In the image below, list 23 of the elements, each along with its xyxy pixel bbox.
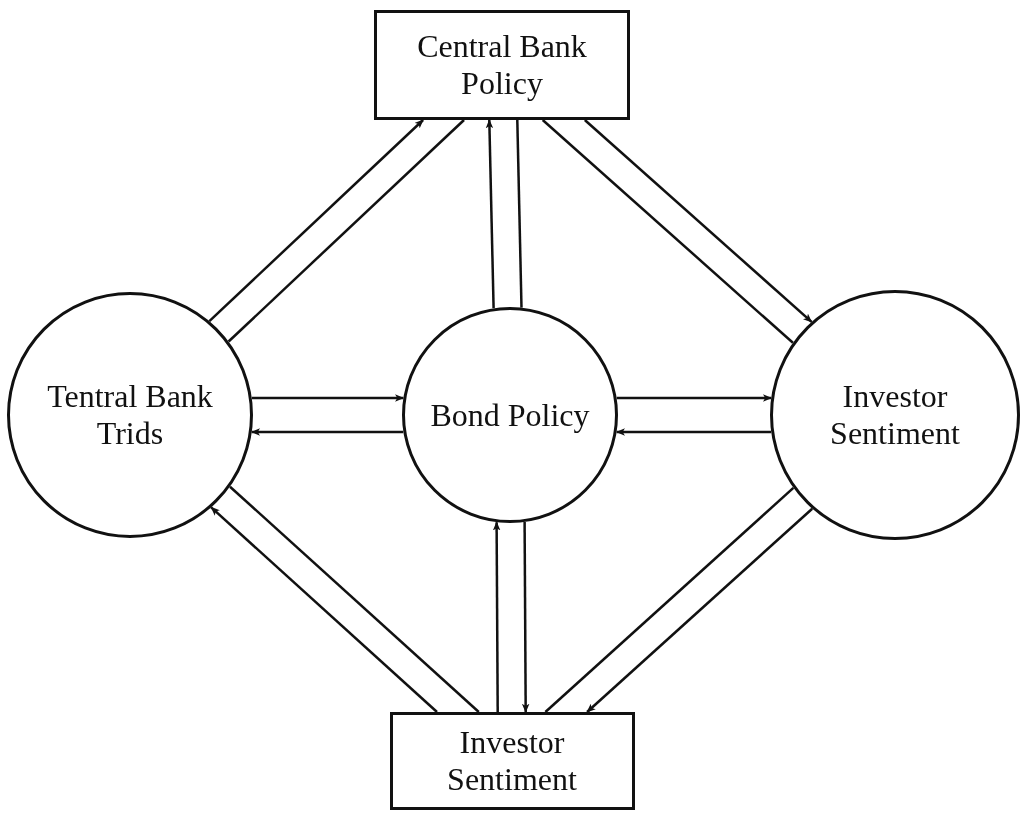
- arrow: [251, 428, 404, 436]
- arrow: [485, 119, 495, 309]
- arrow: [251, 394, 405, 402]
- node-label: Tentral Bank Trids: [46, 378, 214, 452]
- node-label: Investor Sentiment: [446, 724, 578, 798]
- arrow: [616, 394, 772, 402]
- arrow: [492, 521, 501, 712]
- process-box: [374, 10, 630, 120]
- node-label: Investor Sentiment: [829, 378, 961, 452]
- process-box: [389, 712, 635, 810]
- arrow: [210, 506, 438, 713]
- arrow: [586, 507, 814, 713]
- arrow: [521, 522, 530, 713]
- node-label: Central Bank Policy: [416, 28, 588, 102]
- node-label: Bond Policy: [429, 396, 591, 434]
- connector-line: [516, 119, 523, 308]
- arrow: [208, 119, 424, 322]
- connector-line: [541, 119, 794, 344]
- connector-line: [544, 486, 795, 713]
- arrow: [615, 428, 772, 436]
- connector-line: [229, 485, 480, 713]
- arrow: [583, 119, 813, 323]
- connector-line: [227, 119, 465, 343]
